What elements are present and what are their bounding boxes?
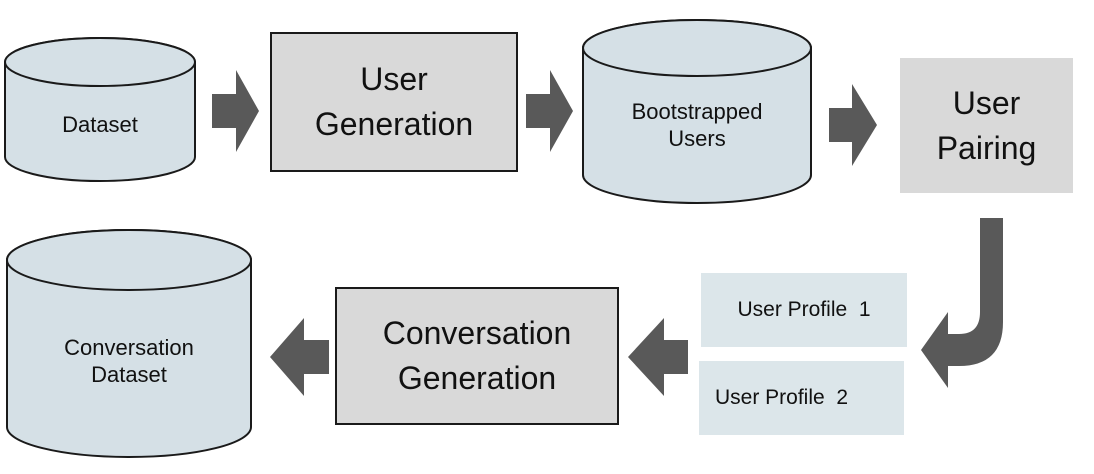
conversation-dataset-label: Conversation Dataset — [64, 334, 194, 388]
arrow-user-pairing-to-profiles — [921, 218, 1003, 388]
arrow-bootstrapped-to-user-pairing — [829, 84, 877, 166]
user-generation-box — [270, 32, 518, 172]
user-generation-label: User Generation — [314, 61, 474, 142]
bootstrapped-users-cylinder — [582, 19, 812, 204]
user-pairing-box — [900, 58, 1073, 193]
conversation-generation-box — [335, 287, 619, 425]
user-profile-2-label: User Profile 2 — [714, 385, 849, 409]
user-profile-1-label: User Profile 1 — [737, 297, 871, 321]
dataset-cylinder — [4, 37, 196, 182]
arrow-user-generation-to-bootstrapped — [526, 70, 573, 152]
bootstrapped-users-label: Bootstrapped Users — [631, 98, 763, 152]
arrow-conversation-generation-to-dataset — [270, 318, 329, 396]
arrow-profiles-to-conversation-generation — [628, 318, 688, 396]
user-profile-2-box — [699, 361, 904, 435]
dataset-label: Dataset — [62, 112, 138, 138]
arrow-dataset-to-user-generation — [212, 70, 259, 152]
user-profile-1-box — [701, 273, 907, 347]
user-pairing-label: User Pairing — [936, 84, 1037, 166]
conversation-generation-label: Conversation Generation — [382, 315, 572, 396]
conversation-dataset-cylinder — [6, 229, 252, 458]
